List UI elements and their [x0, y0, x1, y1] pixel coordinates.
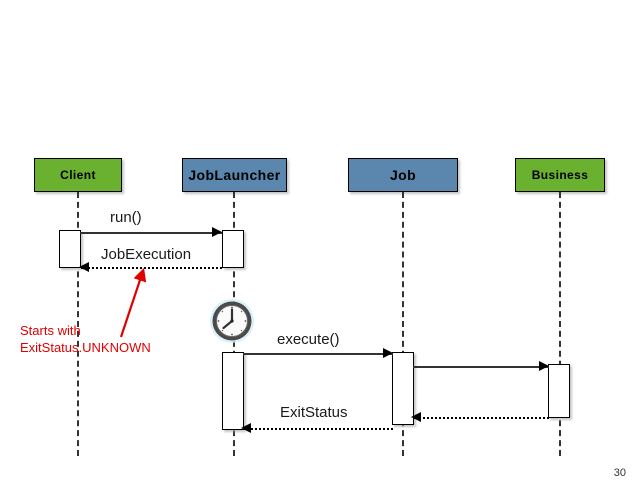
message-label-exitstatus: ExitStatus	[280, 404, 348, 421]
message-line-jobexecution	[81, 267, 222, 269]
arrowhead-business-to-job-icon	[411, 412, 421, 422]
page-number: 30	[613, 467, 626, 479]
activation-bar-business	[548, 364, 570, 418]
annotation-arrow-icon	[100, 258, 160, 348]
message-label-jobexecution: JobExecution	[101, 246, 192, 263]
activation-bar-joblauncher-upper	[222, 230, 244, 268]
message-line-execute	[243, 353, 393, 355]
participant-label-business: Business	[531, 168, 589, 182]
participant-box-joblauncher[interactable]: JobLauncher	[182, 158, 287, 192]
annotation-text: Starts with ExitStatus.UNKNOWN	[20, 322, 151, 356]
arrowhead-execute-icon	[383, 348, 393, 358]
participant-box-client[interactable]: Client	[34, 158, 122, 192]
clock-icon	[209, 298, 255, 344]
annotation-text-line2: ExitStatus.UNKNOWN	[20, 340, 151, 355]
message-line-business-to-job	[414, 417, 549, 419]
arrowhead-jobexecution-icon	[79, 262, 89, 272]
message-line-job-to-business	[413, 366, 549, 368]
participant-box-business[interactable]: Business	[515, 158, 605, 192]
participant-box-job[interactable]: Job	[348, 158, 458, 192]
message-line-run	[80, 232, 222, 234]
activation-bar-client	[59, 230, 81, 268]
participant-label-job: Job	[389, 167, 417, 183]
arrowhead-job-to-business-icon	[539, 361, 549, 371]
annotation-text-line1: Starts with	[20, 323, 81, 338]
activation-bar-joblauncher-lower	[222, 352, 244, 430]
arrowhead-run-icon	[212, 227, 222, 237]
message-line-exitstatus	[244, 428, 393, 430]
message-label-run: run()	[110, 209, 142, 226]
lifeline-client	[77, 192, 79, 456]
lifeline-business	[559, 192, 561, 456]
activation-bar-job	[392, 352, 414, 425]
participant-label-client: Client	[60, 168, 96, 182]
participant-label-joblauncher: JobLauncher	[188, 167, 281, 183]
message-label-execute: execute()	[277, 331, 340, 348]
arrowhead-exitstatus-icon	[241, 423, 251, 433]
lifeline-job	[402, 192, 404, 456]
